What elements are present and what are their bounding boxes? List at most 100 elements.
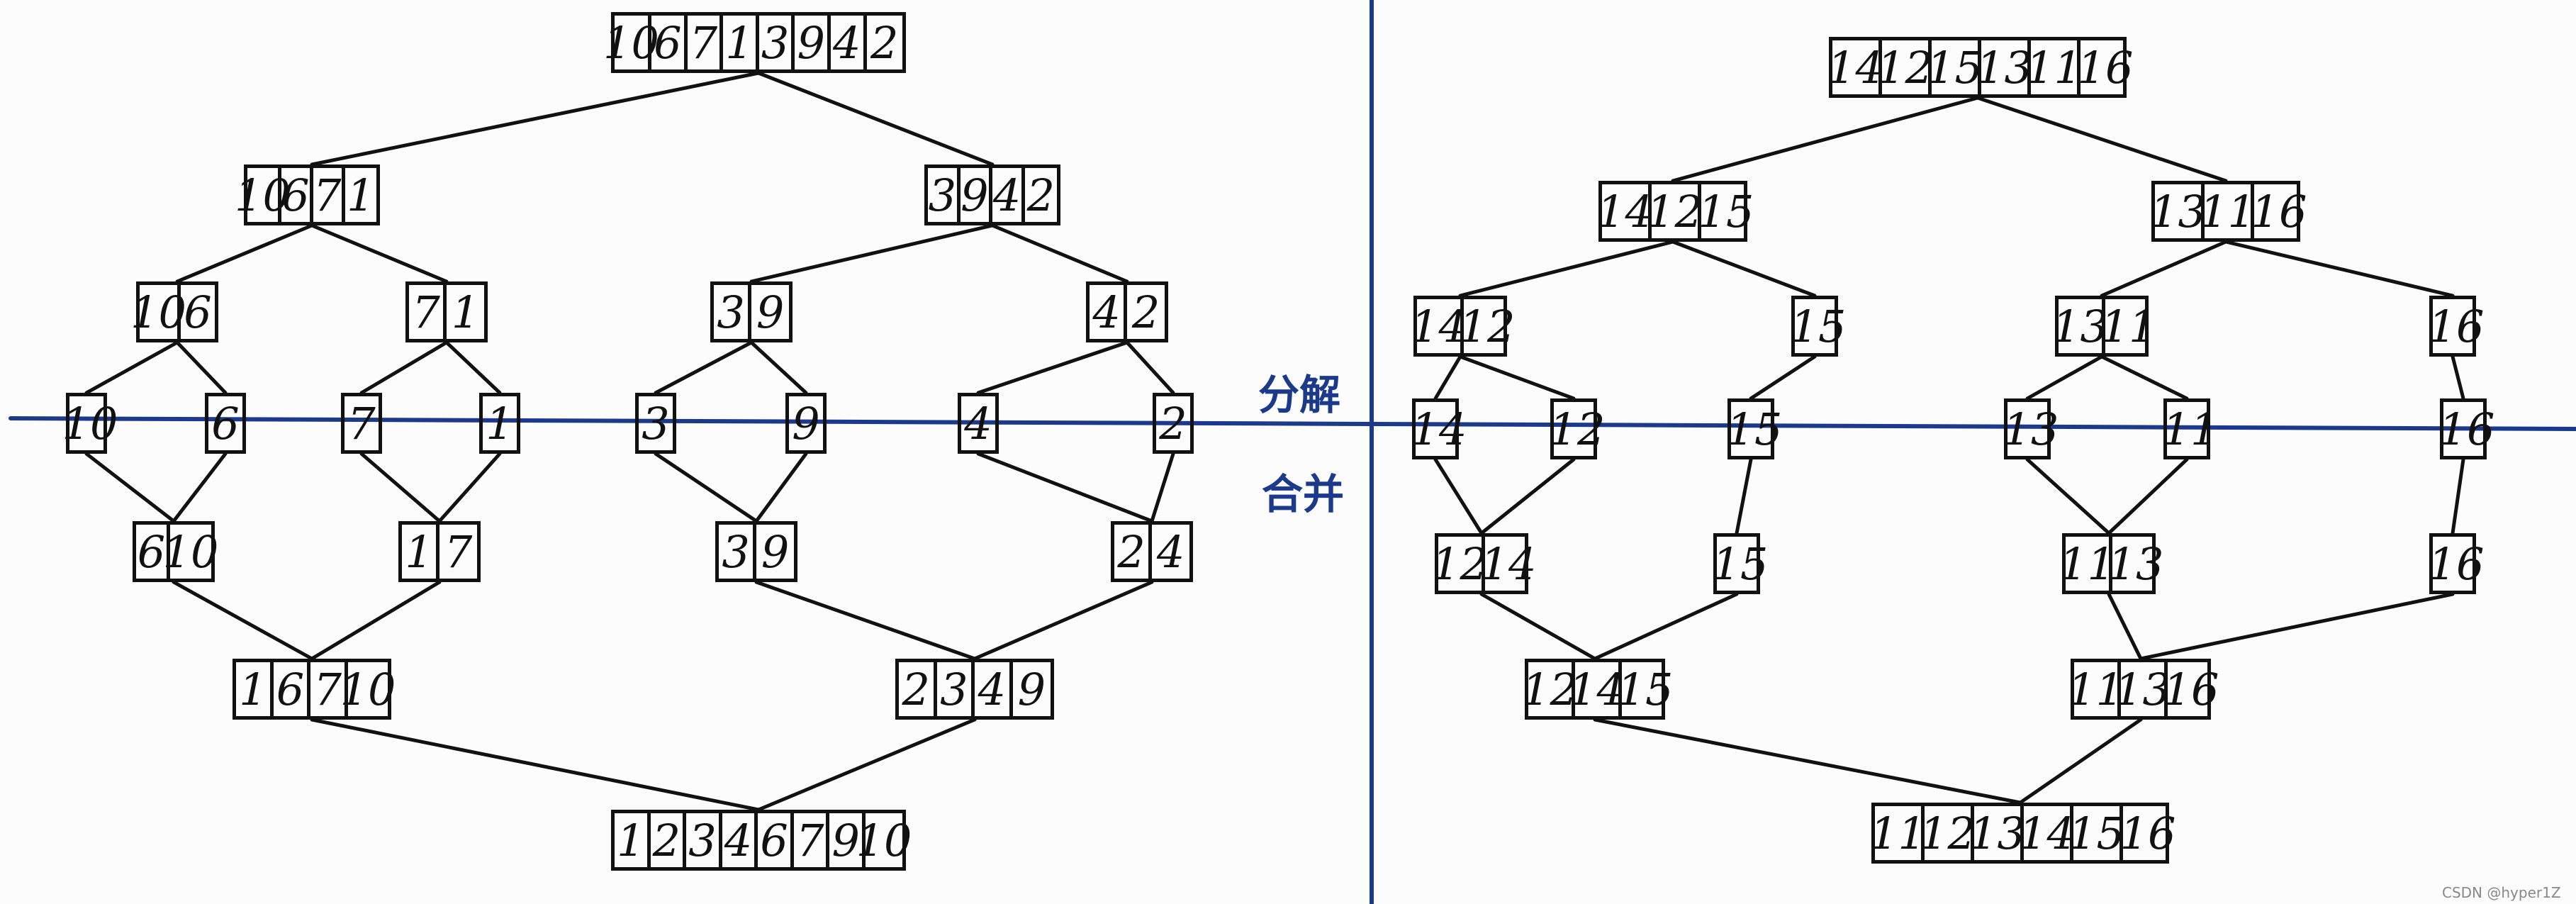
array-cell: 1	[451, 286, 480, 338]
array-cell: 11	[2026, 40, 2082, 94]
left-level3-array1: 6	[205, 393, 246, 454]
right-level3-array5: 16	[2439, 398, 2494, 459]
left-connector	[754, 580, 977, 661]
right-connector	[2018, 718, 2143, 805]
array-cell: 6	[651, 16, 688, 69]
array-cell: 11	[1870, 806, 1926, 860]
right-connector	[2025, 355, 2104, 401]
array-cell: 12	[1459, 300, 1516, 352]
array-cell: 12	[1549, 403, 1606, 455]
array-cell: 15	[1790, 300, 1847, 352]
left-connector	[973, 580, 1154, 661]
array-cell: 2	[651, 813, 687, 867]
array-cell: 1	[347, 169, 375, 221]
array-cell: 13	[2107, 537, 2164, 590]
array-cell: 14	[1411, 299, 1467, 353]
array-cell: 4	[975, 662, 1013, 716]
right-level3-array0: 14	[1411, 398, 1467, 459]
array-cell: 2	[899, 662, 937, 716]
array-cell: 14	[1827, 40, 1883, 94]
array-cell: 7	[409, 285, 447, 339]
left-connector	[749, 223, 995, 284]
right-connector	[2451, 457, 2465, 535]
array-cell: 2	[1131, 286, 1160, 338]
array-cell: 13	[1969, 806, 2025, 860]
split-label: 分解	[1258, 371, 1341, 419]
array-cell: 4	[964, 397, 992, 450]
array-cell: 10	[62, 397, 118, 450]
right-connector	[1593, 718, 2022, 805]
array-cell: 10	[856, 814, 912, 866]
right-connector	[1458, 355, 1576, 401]
array-cell: 3	[759, 16, 795, 69]
array-cell: 1	[723, 16, 759, 69]
array-cell: 15	[1712, 537, 1769, 590]
right-level3-array2: 15	[1727, 398, 1782, 459]
right-connector	[2025, 457, 2111, 535]
left-connector	[654, 340, 754, 395]
array-cell: 16	[2251, 185, 2307, 238]
right-level3-array4: 11	[2163, 398, 2218, 459]
array-cell: 15	[1726, 403, 1783, 455]
array-cell: 1	[402, 525, 440, 579]
left-connector	[172, 452, 228, 523]
array-cell: 7	[313, 168, 345, 222]
array-cell: 9	[795, 16, 831, 69]
array-cell: 16	[2428, 537, 2485, 590]
array-cell: 4	[831, 16, 867, 69]
right-connector	[1749, 355, 1817, 401]
left-connector	[976, 452, 1154, 523]
array-cell: 14	[1597, 184, 1653, 238]
divider-horizontal-axis	[9, 416, 2576, 431]
array-cell: 16	[2163, 663, 2219, 715]
right-level4-array3: 16	[2429, 533, 2484, 594]
array-cell: 6	[281, 168, 313, 222]
right-connector	[1479, 457, 1576, 535]
array-cell: 13	[2115, 662, 2171, 716]
array-cell: 4	[1156, 525, 1185, 578]
left-connector	[654, 452, 758, 523]
array-cell: 13	[2150, 184, 2206, 238]
merge-label: 合并	[1262, 470, 1345, 518]
array-cell: 15	[2068, 806, 2124, 860]
left-connector	[175, 223, 314, 284]
right-level4-array1: 15	[1713, 533, 1768, 594]
array-cell: 11	[2068, 662, 2124, 716]
array-cell: 16	[2119, 807, 2176, 859]
array-cell: 4	[992, 168, 1025, 222]
array-cell: 4	[722, 813, 758, 867]
right-connector	[2224, 240, 2455, 298]
right-connector	[1976, 96, 2228, 183]
right-connector	[1479, 592, 1597, 661]
array-cell: 11	[2100, 300, 2157, 352]
array-cell: 7	[347, 397, 376, 450]
array-cell: 10	[603, 16, 659, 69]
array-cell: 11	[2200, 184, 2256, 238]
array-cell: 1	[486, 397, 514, 450]
array-cell: 13	[2003, 403, 2059, 455]
array-cell: 14	[1480, 537, 1537, 590]
array-cell: 1	[615, 813, 651, 867]
right-connector	[1593, 592, 1739, 661]
right-connector	[1735, 457, 1753, 535]
right-connector	[1671, 240, 1817, 298]
array-cell: 9	[829, 813, 866, 867]
array-cell: 7	[444, 525, 473, 578]
array-cell: 3	[714, 285, 752, 339]
array-cell: 12	[1877, 40, 1933, 94]
